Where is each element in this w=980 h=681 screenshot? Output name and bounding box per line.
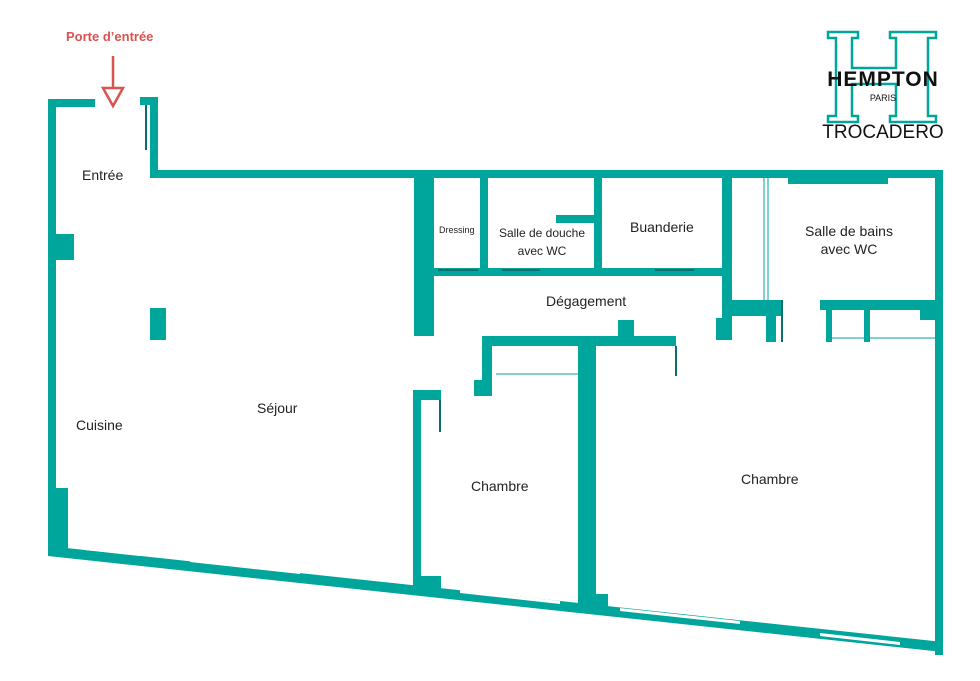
room-buanderie: Buanderie [630,219,694,235]
room-bains-line2: avec WC [820,241,878,257]
entry-arrow-icon [100,56,126,109]
wall-windows [85,547,900,645]
room-douche-line2: avec WC [517,244,567,258]
room-douche-line1: Salle de douche [498,226,586,240]
room-dressing: Dressing [439,225,475,235]
logo-name: HEMPTON [827,68,939,91]
room-chambre-1: Chambre [471,478,529,494]
room-bains: Salle de bains avec WC [796,222,902,258]
logo-sub: TROCADERO [822,122,944,143]
room-chambre-2: Chambre [741,471,799,487]
hempton-logo: HEMPTON PARIS TROCADERO [822,28,944,148]
walls [48,97,943,655]
room-degagement: Dégagement [546,293,627,309]
room-sejour: Séjour [257,400,298,416]
logo-city: PARIS [869,93,897,103]
logo-h-icon [826,30,938,124]
room-cuisine: Cuisine [76,417,123,433]
windows-doors [145,105,935,432]
room-entree: Entrée [82,167,124,183]
room-douche: Salle de douche avec WC [492,224,592,260]
entry-door-label: Porte d’entrée [66,29,154,44]
room-bains-line1: Salle de bains [805,223,893,239]
